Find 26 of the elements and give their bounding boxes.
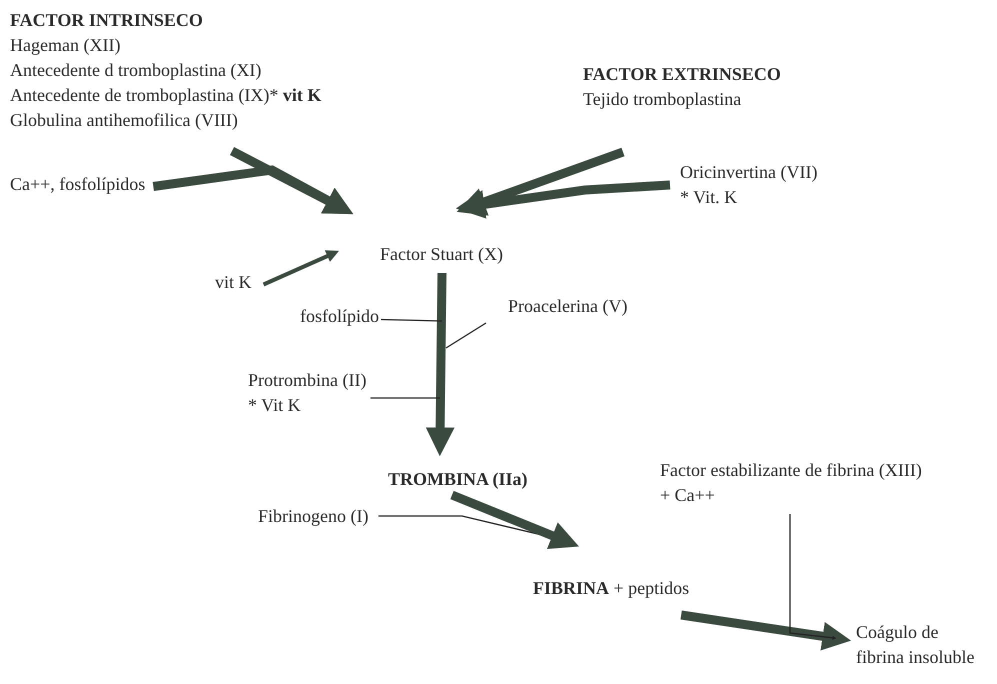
arrow (426, 272, 455, 456)
arrow (789, 514, 836, 640)
node-label: Coágulo de fibrina insoluble (856, 620, 984, 670)
arrow (450, 490, 580, 550)
node-label: fosfolípido (300, 304, 379, 329)
leader-line (446, 322, 486, 349)
node-label: FIBRINA + peptidos (533, 576, 690, 601)
leader-line (370, 397, 440, 399)
node-label: Protrombina (II) * Vit K (248, 368, 366, 418)
node-label: Ca++, fosfolípidos (10, 172, 146, 197)
node-label: Oricinvertina (VII) * Vit. K (680, 160, 818, 210)
node-label: Factor Stuart (X) (380, 242, 503, 267)
leader-line (380, 318, 442, 322)
arrow (680, 610, 852, 651)
arrow (262, 250, 340, 286)
node-label: FACTOR EXTRINSECO Tejido tromboplastina (583, 62, 781, 112)
node-label: FACTOR INTRINSECO Hageman (XII) Antecedente d tromboplastina (XI) Antecedente de tromboplastina (IX)* vit K Globulina antihemofilica (VIII) (10, 8, 322, 133)
arrow (456, 148, 625, 216)
node-label: Factor estabilizante de fibrina (XIII) + Ca++ (660, 458, 922, 508)
node-label: TROMBINA (IIa) (388, 467, 528, 492)
node-label: Proacelerina (V) (508, 294, 628, 319)
arrow (152, 165, 354, 214)
node-label: vit K (215, 270, 252, 295)
arrow (456, 180, 670, 219)
arrow (230, 147, 354, 214)
node-label: Fibrinogeno (I) (258, 504, 368, 529)
